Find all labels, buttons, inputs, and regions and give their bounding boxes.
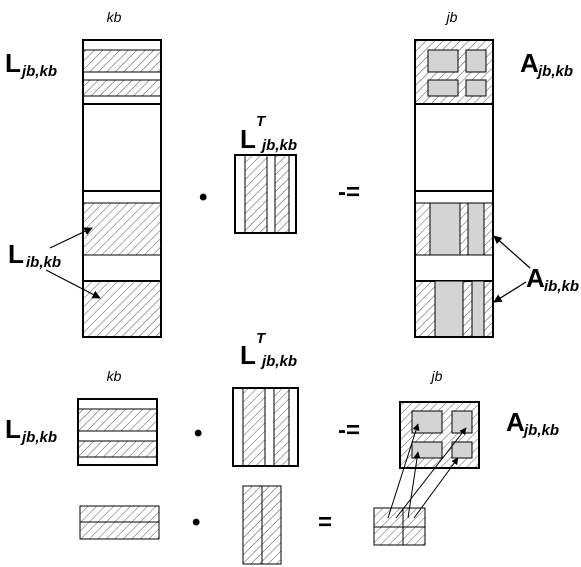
T-superscript: T <box>256 113 267 130</box>
hatch-column <box>244 154 268 234</box>
A-letter: A <box>506 407 525 437</box>
L-letter: L <box>240 340 256 370</box>
gray-tile <box>427 79 459 97</box>
a-jb-kb-label-top: A jb,kb <box>520 48 573 80</box>
hatch-band <box>77 440 158 458</box>
hatch-band <box>77 408 158 432</box>
arrow <box>493 235 531 269</box>
arrow <box>413 457 459 519</box>
gray-tile <box>451 410 473 434</box>
minus-equals-bottom: -= <box>338 417 360 444</box>
bottom-col-jb-label: jb <box>430 368 443 384</box>
dot-operator-small: • <box>192 509 200 536</box>
gray-tile <box>465 79 487 97</box>
top-col-kb-label: kb <box>107 9 122 25</box>
top-col-jb-label: jb <box>445 9 458 25</box>
hatch-column <box>273 387 290 467</box>
minus-equals-top: -= <box>338 179 360 206</box>
gray-tile <box>465 49 487 73</box>
small-l-block <box>79 505 160 540</box>
arrow <box>49 227 93 249</box>
gray-tile <box>451 441 473 459</box>
L-letter: L <box>240 124 256 154</box>
dot-operator-top: • <box>199 184 207 211</box>
L-letter: L <box>8 239 24 269</box>
arrow <box>395 427 467 519</box>
l-ib-kb-label: L ib,kb <box>8 227 101 299</box>
A-subscript: ib,kb <box>544 278 579 295</box>
gray-tile <box>411 410 443 434</box>
hatch-band <box>82 79 162 97</box>
L-letter: L <box>5 48 21 78</box>
A-subscript: jb,kb <box>522 422 559 439</box>
small-lt-block <box>242 485 282 565</box>
mapping-arrows <box>387 423 467 519</box>
LT-subscript: jb,kb <box>260 137 297 154</box>
l-jb-kb-label-top: L jb,kb <box>5 48 57 80</box>
arrow <box>493 281 527 303</box>
l-jb-kb-label-bottom: L jb,kb <box>5 414 57 446</box>
gray-tile <box>467 202 485 256</box>
T-superscript: T <box>256 330 267 347</box>
hatch-column <box>242 387 266 467</box>
arrow <box>387 423 420 519</box>
L-subscript: ib,kb <box>26 254 61 271</box>
A-letter: A <box>520 48 539 78</box>
gray-tile <box>427 49 459 73</box>
gray-tile <box>411 441 443 459</box>
lt-block-top <box>234 154 297 234</box>
hatch-band <box>82 49 162 73</box>
arrow <box>45 269 101 299</box>
L-subscript: jb,kb <box>20 429 57 446</box>
hatch-band <box>82 202 162 256</box>
a-ib-kb-label: A ib,kb <box>493 235 579 303</box>
L-subscript: jb,kb <box>20 63 57 80</box>
equals-operator-small: = <box>318 509 332 536</box>
lt-label-top: L T jb,kb <box>240 113 297 154</box>
a-jb-kb-label-bottom: A jb,kb <box>506 407 559 439</box>
A-subscript: jb,kb <box>536 63 573 80</box>
A-letter: A <box>526 263 545 293</box>
gray-tile <box>471 280 485 338</box>
a-block-bottom <box>399 401 480 469</box>
hatch-column <box>274 154 290 234</box>
LT-subscript: jb,kb <box>260 353 297 370</box>
l-panel-column <box>82 39 162 338</box>
bottom-col-kb-label: kb <box>107 368 122 384</box>
hatch-block <box>82 280 162 338</box>
a-panel-column <box>414 39 494 338</box>
lt-label-bottom: L T jb,kb <box>240 330 297 370</box>
l-block-bottom <box>77 398 158 466</box>
gray-tile <box>434 280 464 338</box>
gray-tile <box>429 202 461 256</box>
dot-operator-bottom: • <box>194 420 202 447</box>
arrow <box>407 451 421 519</box>
L-letter: L <box>5 414 21 444</box>
lt-block-bottom <box>232 387 299 467</box>
